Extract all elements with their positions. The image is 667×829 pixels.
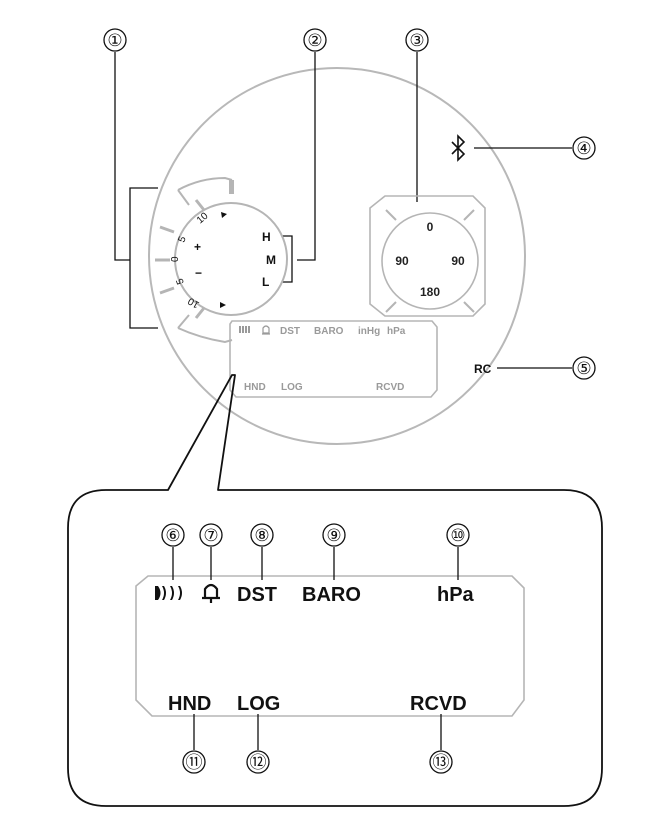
lcd-baro: BARO [302, 584, 361, 606]
callout-13: ⑬ [429, 714, 453, 774]
compass-ticks [385, 209, 475, 313]
compass-east: 90 [451, 254, 465, 268]
lcd-small-frame [229, 320, 438, 398]
callout-12-number: ⑫ [250, 753, 267, 772]
callout-5: ⑤ [497, 356, 596, 380]
lcd-small-log: LOG [281, 382, 303, 393]
callout-2-number: ② [307, 31, 322, 50]
zoom-callout-box [67, 374, 603, 807]
callout-13-number: ⑬ [433, 753, 450, 772]
callout-12: ⑫ [246, 714, 270, 774]
scale-10-bottom: 10 [186, 295, 202, 310]
callout-4-number: ④ [576, 139, 591, 158]
lcd-small-inhg: inHg [358, 326, 380, 337]
callout-4: ④ [474, 136, 596, 160]
signal-icon [155, 586, 182, 600]
callout-11-number: ⑪ [186, 753, 203, 772]
mode-m: M [266, 253, 276, 267]
lcd-small-rcvd: RCVD [376, 382, 404, 393]
lcd-rcvd: RCVD [410, 693, 467, 715]
lcd-big-frame [135, 575, 525, 717]
lcd-hnd: HND [168, 693, 211, 715]
minus-sign: − [195, 266, 202, 280]
callout-9: ⑨ [322, 523, 346, 580]
compass-frame [369, 195, 486, 317]
scale-5-bottom: 5 [174, 276, 186, 285]
callout-7-number: ⑦ [203, 526, 218, 545]
lcd-log: LOG [237, 693, 280, 715]
bluetooth-icon [451, 134, 466, 162]
bezel-ticks [155, 199, 206, 319]
inner-dial-circle [174, 202, 288, 316]
callout-11: ⑪ [182, 714, 206, 774]
lcd-small-dst: DST [280, 326, 300, 337]
bezel-marker [229, 180, 234, 194]
callout-5-number: ⑤ [576, 359, 591, 378]
plus-sign: + [194, 240, 201, 254]
scale-arrow-top [221, 212, 227, 218]
callout-6: ⑥ [161, 523, 185, 580]
watch-face-circle [148, 67, 526, 445]
lcd-dst: DST [237, 584, 277, 606]
scale-10-top: 10 [195, 210, 211, 226]
lcd-hpa: hPa [437, 584, 475, 606]
bezel-ring [177, 176, 233, 344]
lcd-small-baro: BARO [314, 326, 344, 337]
callout-10-number: ⑩ [450, 526, 465, 545]
alarm-bell-icon [202, 583, 220, 603]
callout-1: ① [103, 28, 158, 329]
lcd-small-hnd: HND [244, 382, 266, 393]
scale-5-top: 5 [176, 235, 188, 244]
compass-north: 0 [427, 220, 434, 234]
callout-3-number: ③ [409, 31, 424, 50]
compass-west: 90 [395, 254, 409, 268]
rc-label: RC [474, 362, 492, 376]
callout-6-number: ⑥ [165, 526, 180, 545]
mode-l: L [262, 275, 269, 289]
compass-south: 180 [420, 285, 440, 299]
scale-0: 0 [170, 256, 181, 262]
callout-7: ⑦ [199, 523, 223, 580]
mode-h: H [262, 230, 271, 244]
callout-1-number: ① [107, 31, 122, 50]
callout-8: ⑧ [250, 523, 274, 580]
callout-3: ③ [405, 28, 429, 202]
alarm-bell-icon-small [262, 325, 270, 335]
scale-arrow-bottom [220, 302, 226, 308]
signal-icon-small [239, 326, 250, 333]
callout-2: ② [282, 28, 327, 283]
lcd-small-hpa: hPa [387, 326, 406, 337]
callout-10: ⑩ [446, 523, 470, 580]
callout-9-number: ⑨ [326, 526, 341, 545]
callout-8-number: ⑧ [254, 526, 269, 545]
